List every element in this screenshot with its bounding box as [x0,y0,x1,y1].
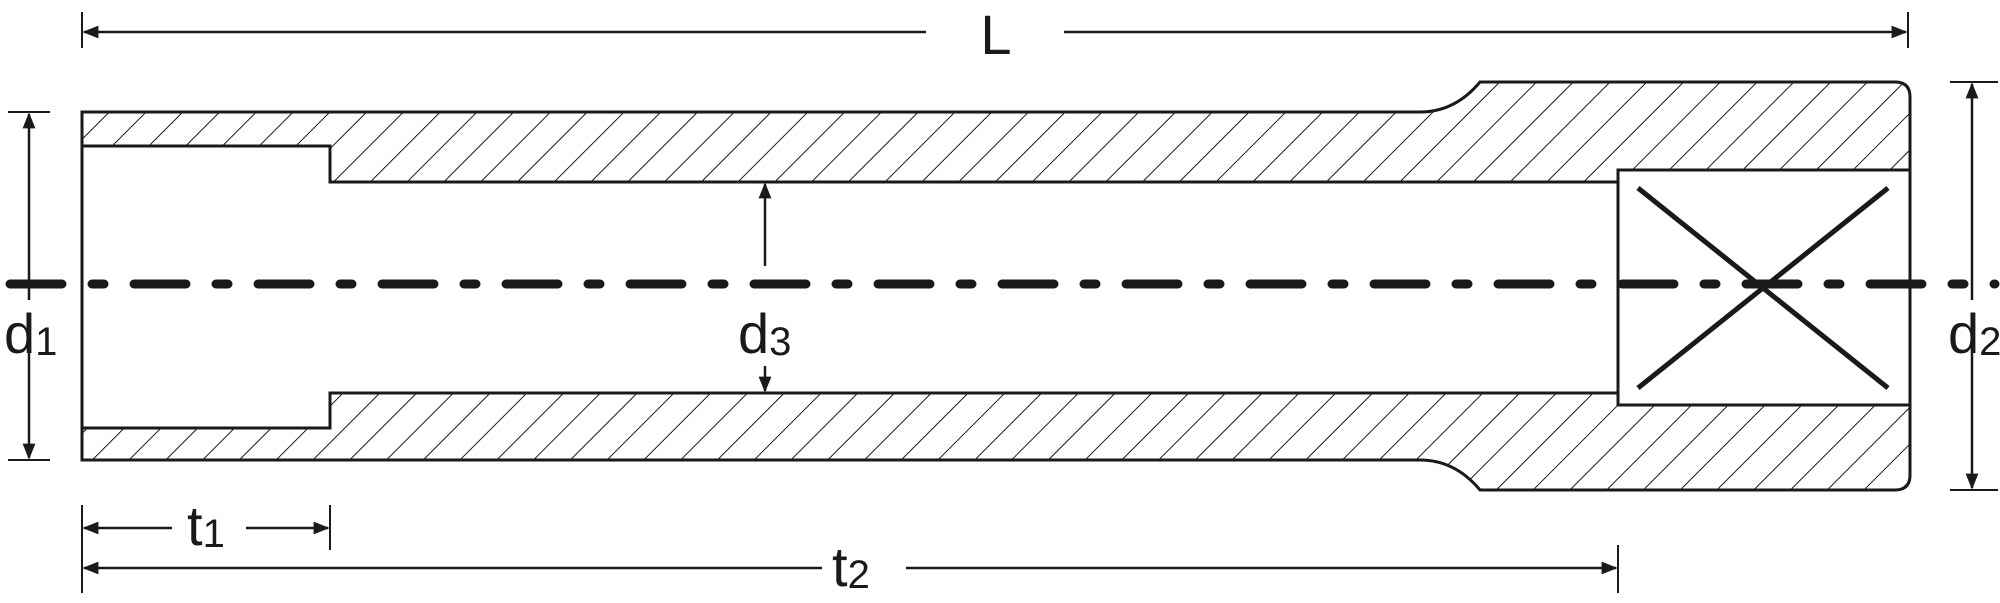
label-d2: d2 [1948,302,2000,365]
lower-wall-section [80,391,1912,492]
upper-wall-section [80,80,1912,184]
label-d3: d3 [738,302,791,365]
label-L: L [980,3,1011,66]
label-t1: t1 [187,494,225,557]
label-d1: d1 [4,302,57,365]
label-t2: t2 [832,535,870,598]
